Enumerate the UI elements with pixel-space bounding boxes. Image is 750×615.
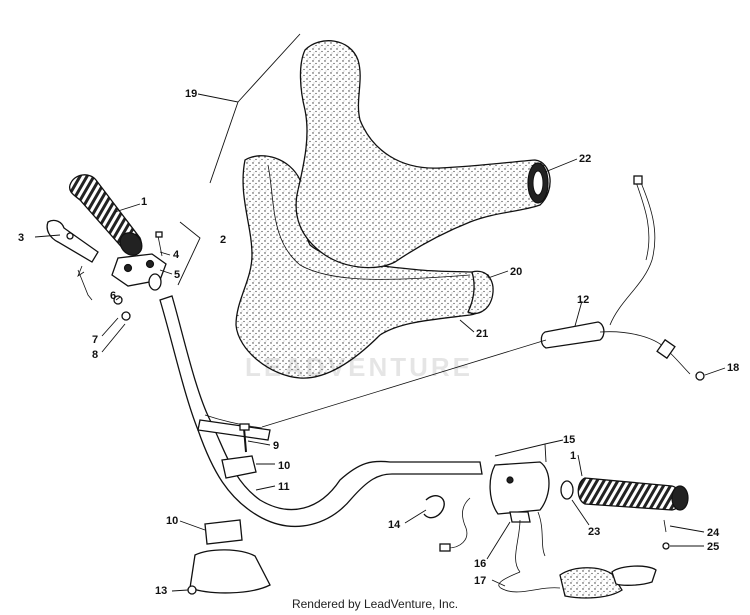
callout-17: 17 — [474, 575, 486, 587]
callout-7: 7 — [92, 334, 98, 346]
callout-3: 3 — [18, 232, 24, 244]
callout-19: 19 — [185, 88, 197, 100]
callout-1-right: 1 — [570, 450, 576, 462]
callout-4: 4 — [173, 249, 180, 261]
callout-20: 20 — [510, 266, 522, 278]
callout-14: 14 — [388, 519, 401, 531]
callout-22: 22 — [579, 153, 591, 165]
right-switch-housing — [423, 461, 550, 573]
footer-credit: Rendered by LeadVenture, Inc. — [291, 597, 459, 611]
callout-1: 1 — [141, 196, 147, 208]
callout-23: 23 — [588, 526, 600, 538]
callout-6: 6 — [110, 290, 116, 302]
callout-9: 9 — [273, 440, 279, 452]
handlebar-pad — [235, 40, 551, 379]
callout-10a: 10 — [278, 460, 290, 472]
callout-11: 11 — [278, 481, 290, 493]
throttle-cable — [261, 175, 705, 428]
callout-15: 15 — [563, 434, 575, 446]
handlebar-clamps — [187, 423, 271, 595]
callout-24: 24 — [707, 527, 720, 539]
callout-21: 21 — [476, 328, 488, 340]
callout-2: 2 — [220, 234, 226, 246]
callout-16: 16 — [474, 558, 486, 570]
watermark: LEADVENTURE — [245, 352, 474, 382]
left-throttle-assembly — [46, 219, 167, 321]
callout-10b: 10 — [166, 515, 178, 527]
callout-13: 13 — [155, 585, 167, 597]
leader-lines — [34, 33, 726, 592]
callout-12: 12 — [577, 294, 589, 306]
callout-8: 8 — [92, 349, 98, 361]
callout-25: 25 — [707, 541, 719, 553]
left-grip — [68, 174, 143, 256]
callout-18: 18 — [727, 362, 739, 374]
callout-5: 5 — [174, 269, 180, 281]
handlebar — [159, 295, 483, 527]
tether-cord — [498, 565, 657, 599]
right-grip — [560, 477, 689, 550]
callout-labels: 1 2 3 4 5 6 7 8 9 10 11 10 12 13 14 15 1… — [18, 88, 739, 597]
